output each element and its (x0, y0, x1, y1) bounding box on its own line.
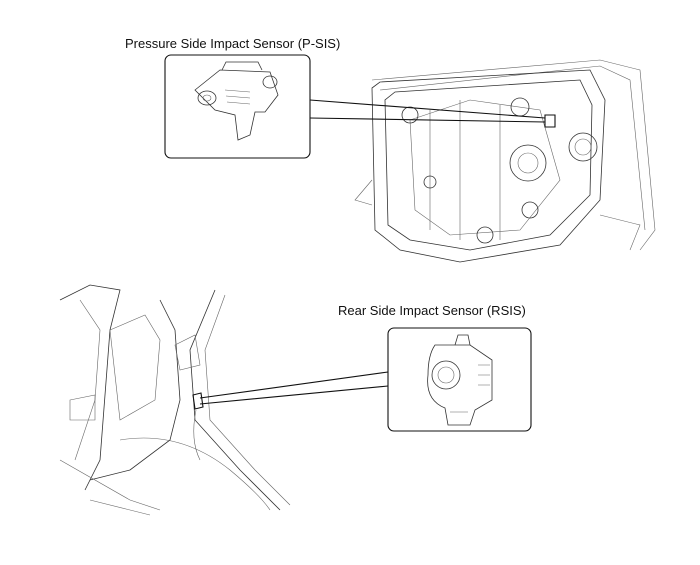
rsis-callout (199, 327, 532, 432)
rsis-label: Rear Side Impact Sensor (RSIS) (338, 303, 526, 318)
rear-pillar-illustration (59, 284, 291, 516)
p-sis-label: Pressure Side Impact Sensor (P-SIS) (125, 36, 341, 51)
front-door-illustration (354, 59, 656, 263)
p-sis-callout (164, 54, 546, 159)
p-sis-sensor-icon (194, 61, 279, 141)
rsis-sensor-icon (427, 334, 493, 426)
